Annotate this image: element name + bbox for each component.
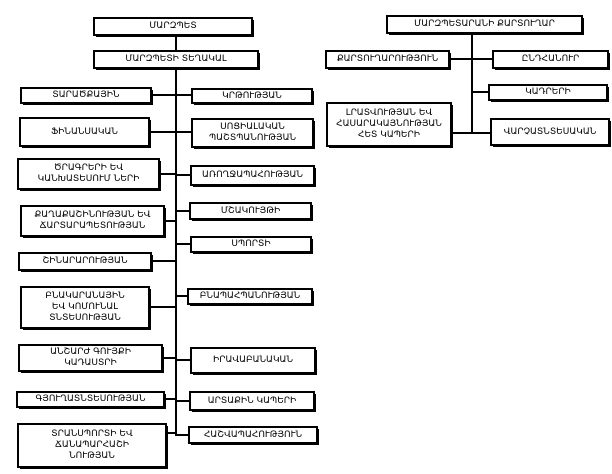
box-dept-culture: ՄՇԱԿՈՒՅԹԻ bbox=[189, 202, 312, 220]
trunk-line-left bbox=[175, 69, 177, 436]
box-unit-general: ԸՆԴՀԱՆՈՒՐ bbox=[492, 50, 609, 69]
box-unit-personnel: ԿԱԴՐԵՐԻ bbox=[488, 84, 608, 101]
box-dept-legal: ԻՐԱՎԱԲԱՆԱԿԱՆ bbox=[190, 347, 316, 374]
connector-line bbox=[161, 357, 177, 359]
connector-line bbox=[177, 94, 191, 96]
box-dept-territorial: ՏԱՐԱԾՔԱՅԻՆ bbox=[20, 87, 152, 104]
box-secretary: ՄԱՐԶՊԵՏԱՐԱՆԻ ՔԱՐՏՈՒՂԱՐ bbox=[386, 15, 583, 34]
connector-line bbox=[165, 432, 177, 434]
connector-line bbox=[177, 359, 190, 361]
connector-line bbox=[148, 306, 177, 308]
box-dept-financial: ՖԻՆԱՆՍԱԿԱՆ bbox=[19, 117, 150, 147]
connector-line bbox=[177, 295, 187, 297]
connector-line bbox=[473, 91, 488, 93]
box-governor: ՄԱՐԶՊԵՏ bbox=[93, 17, 253, 36]
box-dept-foreign-relations: ԱՐՏԱՔԻՆ ԿԱՊԵՐԻ bbox=[189, 391, 315, 411]
connector-line bbox=[163, 220, 177, 222]
box-dept-accounting: ՀԱՇՎԱՊԱՀՈՒԹՅՈՒՆ bbox=[188, 426, 318, 444]
box-unit-secretariat: ՔԱՐՏՈՒՂԱՐՈՒԹՅՈՒՆ bbox=[325, 50, 450, 69]
connector-line bbox=[163, 398, 177, 400]
connector-line bbox=[150, 94, 177, 96]
box-dept-healthcare: ԱՌՈՂՋԱՊԱՀՈՒԹՅԱՆ bbox=[190, 165, 315, 186]
connector-line bbox=[150, 260, 177, 262]
box-deputy-governor: ՄԱՐԶՊԵՏԻ ՏԵՂԱԿԱԼ bbox=[93, 50, 259, 69]
box-dept-sport: ՍՊՈՐՏԻ bbox=[190, 236, 312, 253]
connector-line bbox=[177, 434, 188, 436]
box-dept-housing-communal: ԲՆԱԿԱՐԱՆԱՅԻՆ ԵՎ ԿՈՄՈՒՆԱԼ ՏՆՏԵՍՈՒԹՅԱՆ bbox=[20, 286, 150, 329]
box-dept-agriculture: ԳՅՈՒՂԱՏՆՏԵՍՈՒԹՅԱՆ bbox=[16, 391, 165, 408]
box-dept-education: ԿՐԹՈՒԹՅԱՆ bbox=[191, 88, 313, 104]
connector-line bbox=[158, 173, 177, 175]
connector-line bbox=[177, 131, 191, 133]
box-dept-environment: ԲՆԱՊԱՀՊԱՆՈՒԹՅԱՆ bbox=[187, 288, 313, 305]
box-dept-social-protection: ՍՈՑԻԱԼԱԿԱՆ ՊԱՇՏՊԱՆՈՒԹՅԱՆ bbox=[191, 118, 314, 148]
box-dept-construction: ՇԻՆԱՐԱՐՈՒԹՅԱՆ bbox=[18, 252, 152, 271]
connector-line bbox=[177, 400, 189, 402]
connector-line bbox=[175, 36, 177, 50]
connector-line bbox=[177, 210, 189, 212]
connector-line bbox=[177, 174, 190, 176]
connector-line bbox=[473, 132, 490, 134]
box-dept-transport-road-construction: ՏՐԱՆՍՊՈՐՏԻ ԵՎ ՃԱՆԱՊԱՐՀԱՇԻ ՆՈՒԹՅԱՆ bbox=[17, 423, 167, 468]
connector-line bbox=[177, 243, 190, 245]
connector-line bbox=[448, 58, 471, 60]
box-dept-programs-forecasting: ԾՐԱԳՐԵՐԻ ԵՎ ԿԱՆԽԱՏԵՍՈՒՄ ՆԵՐԻ bbox=[17, 158, 160, 190]
box-unit-media-public-relations: ԼՐԱՏՎՈՒԹՅԱՆ ԵՎ ՀԱՍԱՐԱԿԱՅՆՈՒԹՅԱՆ ՀԵՏ ԿԱՊԵ… bbox=[326, 102, 452, 147]
box-unit-administrative-economic: ՎԱՐՉԱՏՆՏԵՍԱԿԱՆ bbox=[490, 118, 610, 146]
trunk-line-right bbox=[471, 34, 473, 134]
connector-line bbox=[148, 131, 177, 133]
box-dept-urban-development-architecture: ՔԱՂԱՔԱՇԻՆՈՒԹՅԱՆ ԵՎ ՃԱՐՏԱՐԱՊԵՏՈՒԹՅԱՆ bbox=[20, 205, 165, 237]
box-dept-real-estate-cadastre: ԱՆՇԱՐԺ ԳՈՒՅՔԻ ԿԱԴԱՍՏՐԻ bbox=[18, 344, 163, 372]
connector-line bbox=[450, 132, 471, 134]
connector-line bbox=[473, 58, 492, 60]
